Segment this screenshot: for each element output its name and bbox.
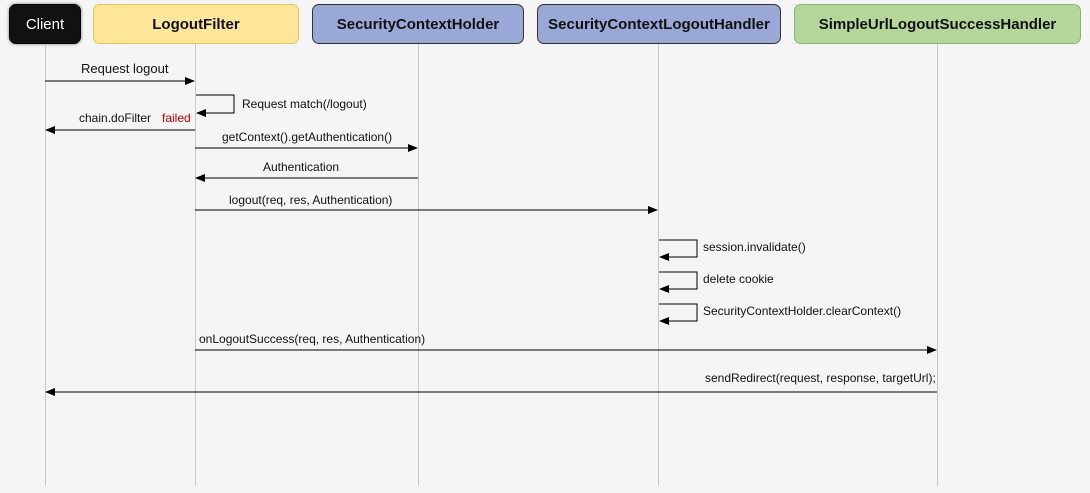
label-clear-context: SecurityContextHolder.clearContext() [703, 304, 902, 318]
label-request-match: Request match(/logout) [242, 97, 367, 111]
arrow-clear-context-self [659, 303, 698, 325]
label-session-invalidate: session.invalidate() [703, 240, 806, 254]
arrow-request-match-self [196, 94, 235, 117]
arrow-session-invalidate-self [659, 239, 698, 261]
label-on-logout-success: onLogoutSuccess(req, res, Authentication… [199, 332, 426, 346]
lifeline-simple-url-logout-success-handler [937, 44, 938, 486]
lifeline-security-context-logout-handler [658, 44, 659, 486]
actor-client: Client [9, 4, 81, 44]
lifeline-security-context-holder [418, 44, 419, 486]
actor-security-context-logout-handler-label: SecurityContextLogoutHandler [548, 15, 770, 33]
actor-security-context-logout-handler: SecurityContextLogoutHandler [537, 4, 781, 44]
label-send-redirect: sendRedirect(request, response, targetUr… [705, 371, 936, 385]
actor-client-label: Client [25, 15, 65, 33]
label-chain-do-filter: chain.doFilter [79, 111, 152, 125]
actor-simple-url-logout-success-handler: SimpleUrlLogoutSuccessHandler [794, 4, 1081, 44]
actor-security-context-holder-label: SecurityContextHolder [336, 15, 500, 33]
arrow-delete-cookie-self [659, 271, 698, 293]
label-failed: failed [162, 111, 191, 125]
label-logout-call: logout(req, res, Authentication) [229, 193, 393, 207]
label-get-context: getContext().getAuthentication() [222, 130, 393, 144]
lifeline-client [45, 44, 46, 486]
actor-simple-url-logout-success-handler-label: SimpleUrlLogoutSuccessHandler [818, 15, 1057, 33]
lifeline-logout-filter [195, 44, 196, 486]
label-request-logout: Request logout [81, 61, 169, 76]
actor-logout-filter-label: LogoutFilter [152, 15, 240, 33]
label-delete-cookie: delete cookie [703, 272, 774, 286]
actor-logout-filter: LogoutFilter [93, 4, 299, 44]
label-authentication: Authentication [263, 160, 340, 174]
actor-security-context-holder: SecurityContextHolder [312, 4, 524, 44]
